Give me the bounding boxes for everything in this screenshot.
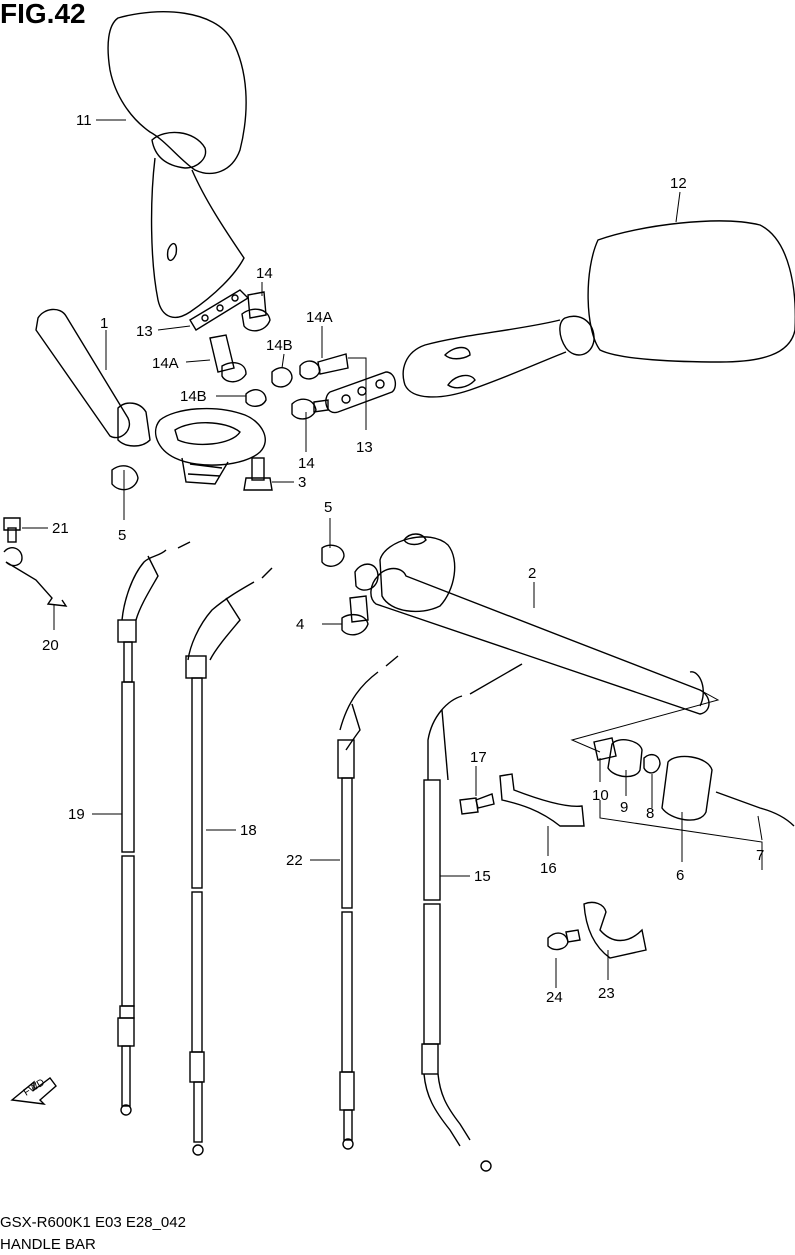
callout-17: 17: [470, 749, 487, 766]
part-18-throttle-cable[interactable]: [185, 567, 273, 1156]
callout-5-left: 5: [118, 527, 126, 544]
callout-19: 19: [68, 806, 85, 823]
callout-13-lower: 13: [356, 439, 373, 456]
part-13-plate-upper[interactable]: [189, 289, 250, 331]
part-22-cable[interactable]: [337, 655, 399, 1150]
part-5-cap-right[interactable]: [321, 544, 345, 567]
callout-14-lower: 14: [298, 455, 315, 472]
part-14A-bolt-right[interactable]: [299, 353, 349, 380]
part-9-collar[interactable]: [607, 739, 643, 778]
part-11-left-mirror[interactable]: [107, 11, 247, 319]
part-5-cap-left[interactable]: [111, 465, 139, 491]
part-20-bracket[interactable]: [3, 547, 68, 607]
part-1-left-handlebar[interactable]: [35, 308, 266, 485]
callout-3: 3: [298, 474, 306, 491]
callout-16: 16: [540, 860, 557, 877]
part-3-bolt[interactable]: [243, 457, 273, 491]
figure-code: GSX-R600K1 E03 E28_042: [0, 1214, 186, 1231]
callout-9: 9: [620, 799, 628, 816]
part-14A-bolt-left[interactable]: [209, 334, 247, 383]
part-4-bolt[interactable]: [341, 595, 369, 636]
part-15-cable[interactable]: [421, 663, 523, 1172]
callout-21: 21: [52, 520, 69, 537]
callout-14-upper: 14: [256, 265, 273, 282]
part-10-nut[interactable]: [593, 737, 617, 761]
callout-6: 6: [676, 867, 684, 884]
part-14B-washer-left[interactable]: [271, 367, 293, 388]
part-12-right-mirror[interactable]: [402, 220, 795, 398]
part-8-washer[interactable]: [643, 753, 661, 774]
part-19-throttle-cable[interactable]: [117, 541, 191, 1116]
callout-12: 12: [670, 175, 687, 192]
part-13-plate-lower[interactable]: [325, 371, 397, 414]
callout-14A-right: 14A: [306, 309, 333, 326]
part-7-cable[interactable]: [715, 791, 795, 827]
callout-14A-left: 14A: [152, 355, 179, 372]
callout-13-upper: 13: [136, 323, 153, 340]
callout-22: 22: [286, 852, 303, 869]
part-6-grip[interactable]: [661, 755, 713, 821]
callout-1: 1: [100, 315, 108, 332]
callout-7: 7: [756, 847, 764, 864]
callout-8: 8: [646, 805, 654, 822]
callout-20: 20: [42, 637, 59, 654]
callout-5-right: 5: [324, 499, 332, 516]
part-24-bolt[interactable]: [547, 929, 581, 951]
part-14B-washer-right[interactable]: [245, 389, 267, 407]
part-23-bracket[interactable]: [583, 901, 647, 959]
callout-10: 10: [592, 787, 609, 804]
callout-14B-lower: 14B: [180, 388, 207, 405]
callout-4: 4: [296, 616, 304, 633]
callout-24: 24: [546, 989, 563, 1006]
callout-15: 15: [474, 868, 491, 885]
callout-labels: 11 12 1 13 14 14A 14A 14B 14B 13 14 3 5 …: [42, 112, 764, 1006]
cutline: [570, 689, 720, 753]
callout-14B-upper: 14B: [266, 337, 293, 354]
part-14-bolt-upper[interactable]: [241, 291, 271, 332]
part-21-bolt[interactable]: [3, 517, 21, 543]
part-16-bracket[interactable]: [499, 773, 585, 827]
leader-lines: [22, 119, 763, 988]
part-14-bolt-lower[interactable]: [291, 398, 329, 420]
figure-title: FIG.42: [0, 0, 86, 29]
callout-2: 2: [528, 565, 536, 582]
callout-18: 18: [240, 822, 257, 839]
fwd-arrow-icon: FWD: [10, 1077, 57, 1105]
callout-11: 11: [76, 112, 92, 129]
figure-name: HANDLE BAR: [0, 1236, 96, 1253]
part-2-right-handlebar[interactable]: [354, 533, 710, 715]
callout-23: 23: [598, 985, 615, 1002]
part-17-bolt[interactable]: [459, 793, 495, 815]
